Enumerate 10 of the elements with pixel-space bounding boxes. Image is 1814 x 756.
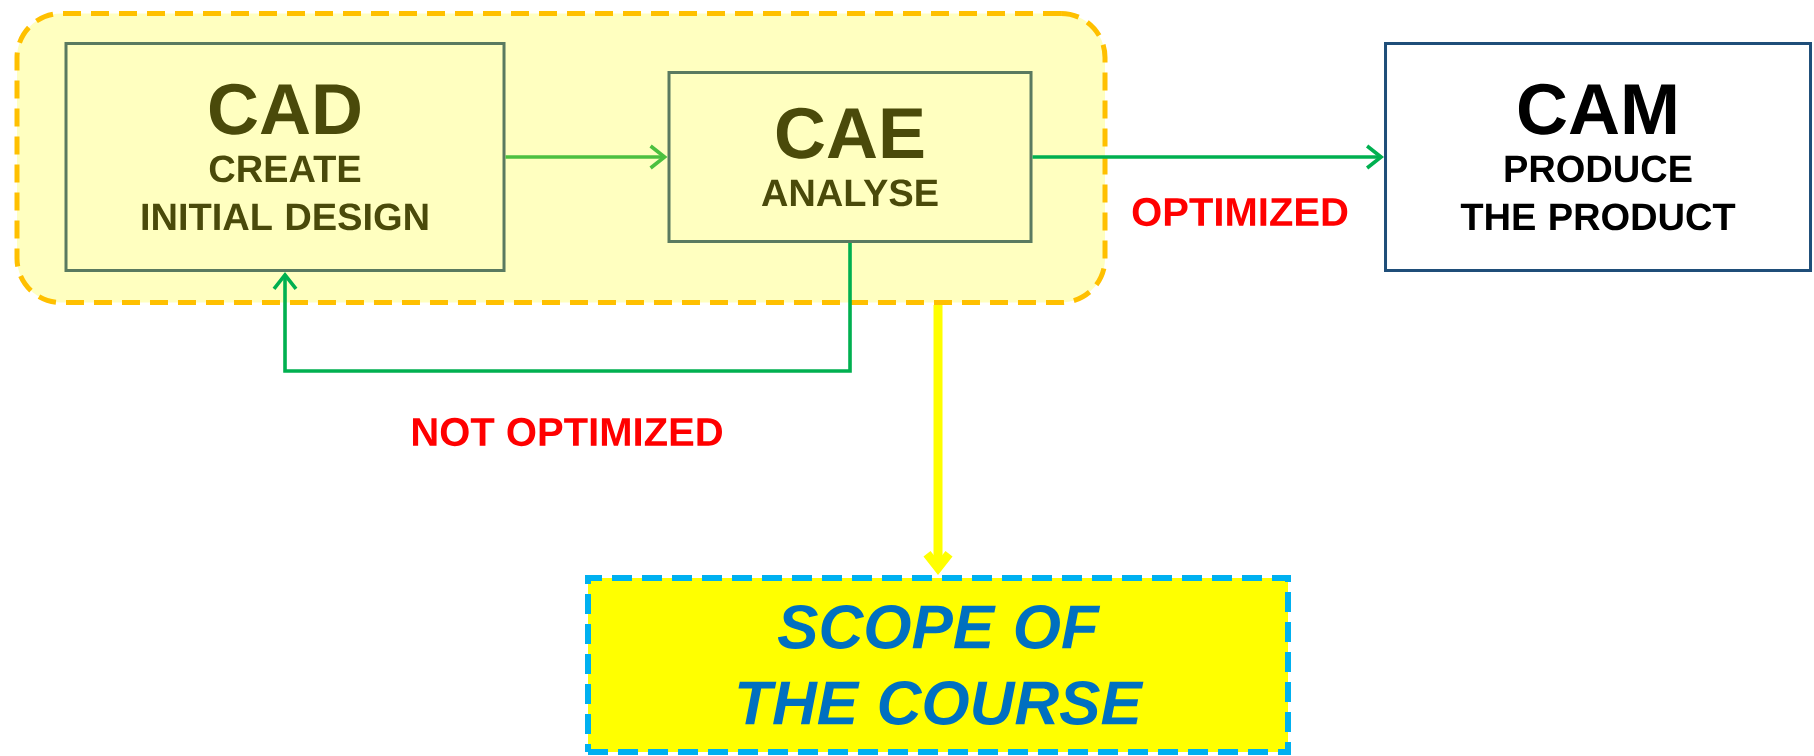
arrow — [505, 144, 668, 170]
arrow — [923, 305, 953, 575]
arrow — [1032, 144, 1384, 170]
edge-label: NOT OPTIMIZED — [408, 415, 726, 449]
arrow — [272, 243, 852, 373]
process-box: CAM PRODUCE THE PRODUCT — [1384, 42, 1812, 272]
scope-box: SCOPE OF THE COURSE — [585, 575, 1291, 755]
process-box: CAE ANALYSE — [667, 71, 1033, 243]
edge-label: OPTIMIZED — [1129, 195, 1351, 229]
process-box: CAD CREATE INITIAL DESIGN — [64, 42, 506, 272]
